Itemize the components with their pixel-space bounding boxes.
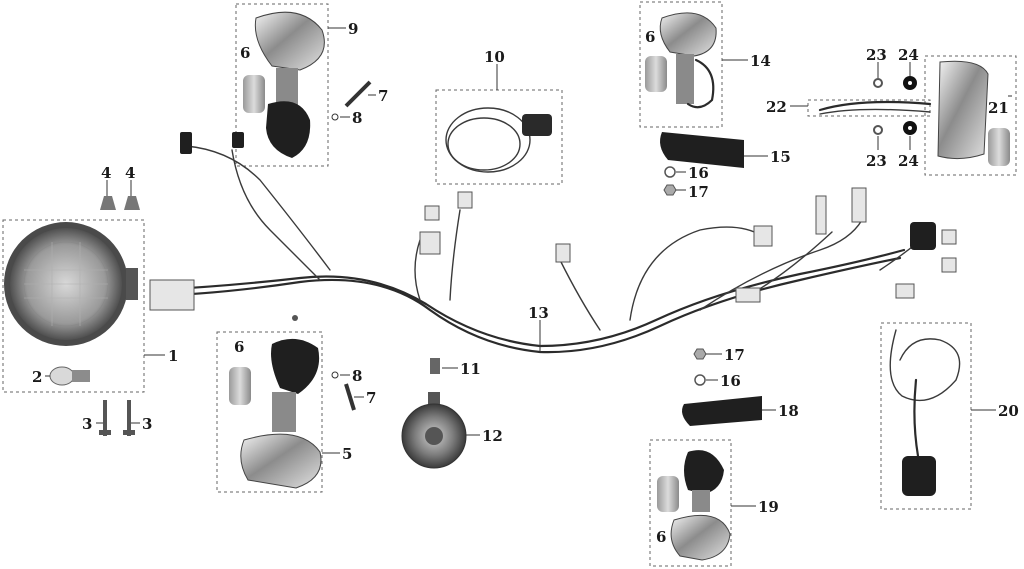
callout-labels: 1 2 3 3 4 4 5 6 6 6 6 7 7 8 8 9 10 11 12… (32, 20, 1019, 546)
mount-bolts (99, 400, 135, 436)
callout-1: 1 (168, 347, 178, 365)
wire-22-group-box (807, 99, 931, 117)
callout-7b: 7 (366, 389, 376, 407)
bracket-15 (660, 132, 744, 168)
wire-coil-10 (445, 107, 552, 173)
headlight-group-box (2, 219, 145, 393)
bracket-18 (682, 396, 762, 426)
callout-23a: 23 (866, 46, 887, 64)
callout-6c: 6 (645, 28, 655, 46)
callout-16b: 16 (720, 372, 741, 390)
callout-17a: 17 (688, 183, 709, 201)
main-wiring-harness (149, 132, 957, 354)
callout-3b: 3 (142, 415, 152, 433)
washer-nut-upper (663, 166, 677, 196)
front-right-turn-signal (229, 315, 356, 489)
washer-nut-lower (693, 348, 707, 386)
callout-23b: 23 (866, 152, 887, 170)
callout-24b: 24 (898, 152, 919, 170)
front-left-signal-group-box (235, 3, 329, 167)
front-right-signal-group-box (216, 331, 323, 493)
front-left-turn-signal (243, 11, 372, 158)
callout-18: 18 (778, 402, 799, 420)
callout-5: 5 (342, 445, 352, 463)
taillight-assembly (818, 60, 1010, 166)
callout-17b: 17 (724, 346, 745, 364)
callout-12: 12 (482, 427, 503, 445)
callout-21: 21 (988, 99, 1009, 117)
callout-24a: 24 (898, 46, 919, 64)
rear-right-signal-group-box (649, 439, 732, 567)
callout-13: 13 (528, 304, 549, 322)
taillight-group-box (924, 55, 1017, 176)
callout-22: 22 (766, 98, 787, 116)
callout-4b: 4 (125, 164, 135, 182)
callout-19: 19 (758, 498, 779, 516)
callout-3a: 3 (82, 415, 92, 433)
leader-lines (45, 27, 1012, 507)
callout-9: 9 (348, 20, 358, 38)
rear-left-signal-group-box (639, 1, 723, 128)
mount-nuts (100, 196, 140, 210)
rear-right-turn-signal (657, 450, 731, 561)
callout-6d: 6 (656, 528, 666, 546)
callout-4a: 4 (101, 164, 111, 182)
callout-2: 2 (32, 368, 42, 386)
horn (401, 358, 467, 469)
callout-14: 14 (750, 52, 771, 70)
callout-8b: 8 (352, 367, 362, 385)
callout-6a: 6 (240, 44, 250, 62)
headlight-bulb (49, 366, 90, 386)
headlight (4, 222, 138, 346)
rear-left-turn-signal (645, 12, 717, 109)
callout-10: 10 (484, 48, 505, 66)
wire-loop-20 (889, 329, 961, 496)
callout-20: 20 (998, 402, 1019, 420)
callout-7a: 7 (378, 87, 388, 105)
wire-10-group-box (435, 89, 563, 185)
callout-6b: 6 (234, 338, 244, 356)
callout-15: 15 (770, 148, 791, 166)
callout-16a: 16 (688, 164, 709, 182)
wire-20-group-box (880, 322, 972, 510)
callout-11: 11 (460, 360, 481, 378)
callout-8a: 8 (352, 109, 362, 127)
